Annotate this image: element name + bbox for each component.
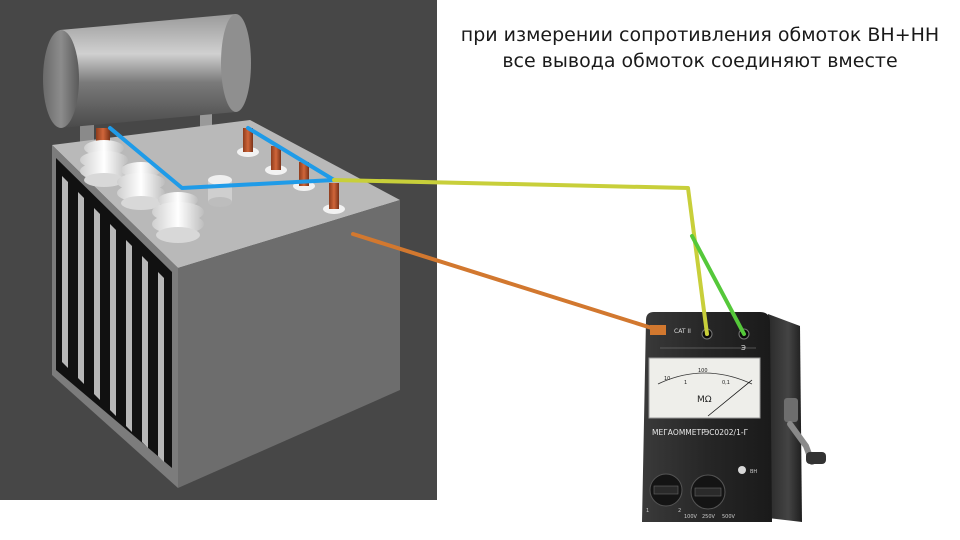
caption-line-2: все вывода обмоток соединяют вместе	[502, 50, 898, 72]
terminal-left-label: CAT II	[674, 328, 691, 335]
hv-bushing-3	[152, 192, 204, 243]
bridge-wire-hv	[108, 126, 336, 190]
switch-left-label-2: 2	[678, 508, 681, 514]
center-fitting	[208, 175, 232, 207]
bridge-wire-lv	[246, 126, 336, 182]
switch-left[interactable]	[649, 473, 683, 507]
lv-bushing-2	[265, 146, 287, 175]
expansion-tank-end	[221, 14, 251, 112]
hv-bushing-1	[80, 128, 128, 187]
dial-arc	[657, 372, 753, 385]
switch-range[interactable]	[690, 474, 726, 510]
range-label-500v: 500V	[722, 514, 736, 520]
indicator-lamp	[738, 466, 746, 474]
megohmmeter: CAT II Э 100 1 10 0,1 MΩ МЕГАОММЕТР ЭС02…	[642, 312, 826, 522]
indicator-label: ВН	[750, 469, 757, 475]
line-wire	[332, 178, 709, 336]
crank-handle[interactable]	[784, 398, 826, 465]
dial-unit: MΩ	[697, 395, 712, 405]
expansion-tank-cap	[43, 30, 79, 128]
tank-side	[178, 200, 400, 488]
meter-model: ЭС0202/1-Г	[704, 428, 749, 437]
dial-label-10: 10	[664, 376, 670, 382]
range-label-100v: 100V	[684, 514, 698, 520]
connection-wires	[108, 126, 746, 336]
dial-label-0-1: 0,1	[722, 380, 730, 386]
tank-leg-left	[80, 120, 94, 146]
dial-needle	[707, 379, 753, 417]
screen-wire	[690, 234, 746, 336]
earth-wire	[351, 232, 660, 332]
switch-left-label-1: 1	[646, 508, 649, 514]
lv-bushing-1	[237, 128, 259, 157]
dial-label-1: 1	[684, 380, 687, 386]
caption: при измерении сопротивления обмоток ВН+Н…	[440, 22, 960, 74]
dial-label-100: 100	[698, 368, 708, 374]
hv-bushing-2	[117, 162, 165, 210]
dial-window	[648, 357, 761, 419]
radiator-fins	[56, 158, 172, 468]
lv-bushing-4	[323, 183, 345, 214]
expansion-tank	[60, 14, 236, 128]
transformer	[43, 14, 400, 488]
range-label-250v: 250V	[702, 514, 716, 520]
meter-name: МЕГАОММЕТР	[652, 428, 706, 437]
caption-line-1: при измерении сопротивления обмоток ВН+Н…	[460, 24, 940, 46]
